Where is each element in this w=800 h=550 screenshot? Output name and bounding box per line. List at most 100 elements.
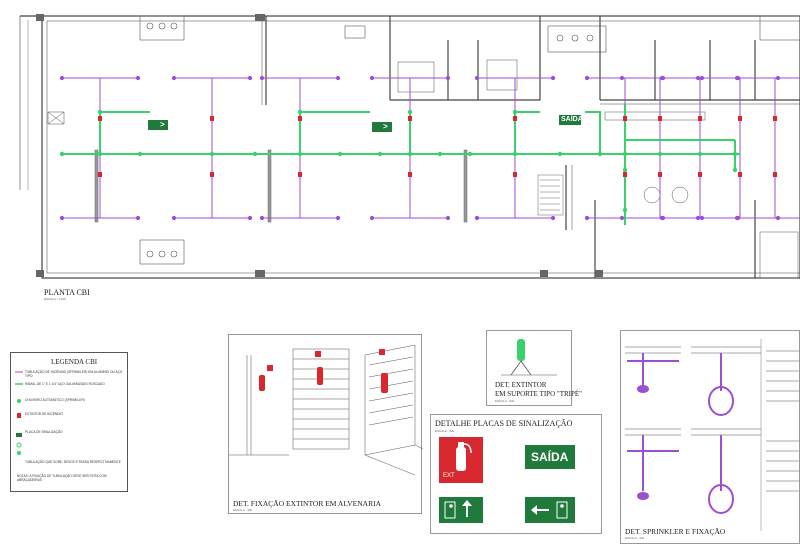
main-pipe-head xyxy=(622,151,628,157)
extinguisher-marker xyxy=(773,172,777,177)
main-pipe-head xyxy=(97,151,103,157)
sprinkler-head xyxy=(259,215,265,221)
plan-exit-sign-2: > xyxy=(383,122,388,131)
main-pipe-head xyxy=(407,109,413,115)
sprinkler-head xyxy=(135,75,141,81)
detail-extinguisher-wall-scale: ESCALA - S/E xyxy=(233,508,253,512)
sprinkler-head xyxy=(247,215,253,221)
legend-item-6: TUBULAÇÃO QUE SOBE, DESCE E PASSA RESPEC… xyxy=(25,460,121,464)
plan-title: PLANTA CBI xyxy=(44,288,90,297)
sprinkler-head xyxy=(619,215,625,221)
sprinkler-head xyxy=(445,215,451,221)
main-pipe-head xyxy=(622,207,628,213)
sprinkler-head xyxy=(135,215,141,221)
running-man-up-icon xyxy=(444,500,472,519)
sign-exit: SAÍDA xyxy=(525,445,575,469)
detail-tripod-panel: DET. EXTINTOR EM SUPORTE TIPO "TRIPÉ" ES… xyxy=(486,330,582,406)
main-pipe-head xyxy=(137,151,143,157)
legend-panel: LEGENDA CBI TUBULAÇÃO DE INCÊNDIO (SPRIN… xyxy=(10,352,128,492)
sprinkler-head xyxy=(474,215,480,221)
extinguisher-icon xyxy=(456,442,472,471)
building-walls xyxy=(19,15,800,279)
main-pipe-head xyxy=(512,109,518,115)
extinguisher-marker xyxy=(210,172,214,177)
extinguisher-marker xyxy=(98,116,102,121)
extinguisher-marker xyxy=(658,172,662,177)
legend-item-2: RAMAL DE 1" E 1 1/4" AÇO GALVANIZADO ROS… xyxy=(25,382,105,386)
detail-tripod-scale: ESCALA - S/E xyxy=(495,399,515,403)
main-pipe-head xyxy=(657,151,663,157)
detail-sprinkler-title: DET. SPRINKLER E FIXAÇÃO xyxy=(625,527,726,536)
sprinkler-head xyxy=(259,75,265,81)
plan-scale: ESCALA - 1:100 xyxy=(44,297,66,301)
sprinkler-head xyxy=(369,215,375,221)
extinguisher-marker xyxy=(623,116,627,121)
sprinkler-head xyxy=(659,75,665,81)
sprinkler-branch-lines xyxy=(59,75,800,221)
extinguisher-marker xyxy=(210,116,214,121)
extinguisher-marker xyxy=(698,116,702,121)
detail-tripod-title-2: EM SUPORTE TIPO "TRIPÉ" xyxy=(495,390,583,398)
sprinkler-head xyxy=(59,215,65,221)
main-pipe-head xyxy=(297,151,303,157)
main-pipe-head xyxy=(97,109,103,115)
main-pipe-head xyxy=(407,151,413,157)
main-pipe-head xyxy=(297,109,303,115)
sprinkler-head xyxy=(335,75,341,81)
main-pipe-head xyxy=(557,151,563,157)
sign-exit-label: SAÍDA xyxy=(531,450,569,464)
extinguisher-marker xyxy=(408,172,412,177)
detail-sprinkler-scale: ESCALA - S/E xyxy=(625,536,645,540)
extinguisher-marker xyxy=(698,172,702,177)
legend-item-4: EXTINTOR DE INCÊNDIO xyxy=(25,412,63,416)
sprinkler-head xyxy=(550,215,556,221)
main-pipe-head xyxy=(59,151,65,157)
sign-extinguisher: EXT xyxy=(439,437,483,483)
sprinkler-head xyxy=(445,75,451,81)
sprinkler-head xyxy=(699,215,705,221)
sprinkler-head xyxy=(335,215,341,221)
sprinkler-head xyxy=(474,75,480,81)
sprinkler-head xyxy=(247,75,253,81)
main-pipe-head xyxy=(252,151,258,157)
main-pipe-head xyxy=(597,151,603,157)
sprinkler-head xyxy=(659,215,665,221)
main-pipe-head xyxy=(512,151,518,157)
extinguisher-marker xyxy=(773,116,777,121)
extinguisher-marker xyxy=(298,116,302,121)
extinguisher-marker xyxy=(513,172,517,177)
legend-item-7: NOTAS: A FIXAÇÃO DE TUBULAÇÃO DEVE SER F… xyxy=(17,474,107,482)
legend-symbols xyxy=(15,371,23,455)
main-pipe-head xyxy=(732,167,738,173)
extinguisher-marker xyxy=(658,116,662,121)
main-pipe-head xyxy=(467,151,473,157)
detail-signs-scale: ESCALA - S/E xyxy=(435,429,455,433)
tripod-drawing xyxy=(501,339,557,376)
misc-outlines xyxy=(47,59,799,279)
sprinkler-head xyxy=(171,215,177,221)
arrow-left-icon xyxy=(531,501,568,519)
legend-item-3: CHUVEIRO AUTOMÁTICO (SPRINKLER) xyxy=(25,398,85,402)
restroom-blocks xyxy=(139,15,800,265)
sprinkler-head xyxy=(734,75,740,81)
hatched-partitions xyxy=(94,149,564,223)
extinguisher-marker xyxy=(98,172,102,177)
sign-arrow-up xyxy=(439,497,483,523)
sprinkler-head xyxy=(584,215,590,221)
sprinkler-head xyxy=(550,75,556,81)
detail-signs-panel: DETALHE PLACAS DE SINALIZAÇÃO ESCALA - S… xyxy=(430,414,602,534)
sprinkler-detail-drawing xyxy=(625,339,799,531)
structural-columns xyxy=(36,14,603,277)
extinguisher-marker xyxy=(298,172,302,177)
sprinkler-head xyxy=(619,75,625,81)
main-pipe-head xyxy=(622,167,628,173)
extinguisher-marker xyxy=(513,116,517,121)
sign-extinguisher-label: EXT xyxy=(443,473,455,479)
extinguisher-marker xyxy=(738,172,742,177)
plan-exit-signs xyxy=(148,115,581,132)
detail-tripod-title-1: DET. EXTINTOR xyxy=(495,381,547,389)
extinguisher-markers xyxy=(98,116,777,177)
main-pipe-head xyxy=(732,151,738,157)
sprinkler-head xyxy=(734,215,740,221)
